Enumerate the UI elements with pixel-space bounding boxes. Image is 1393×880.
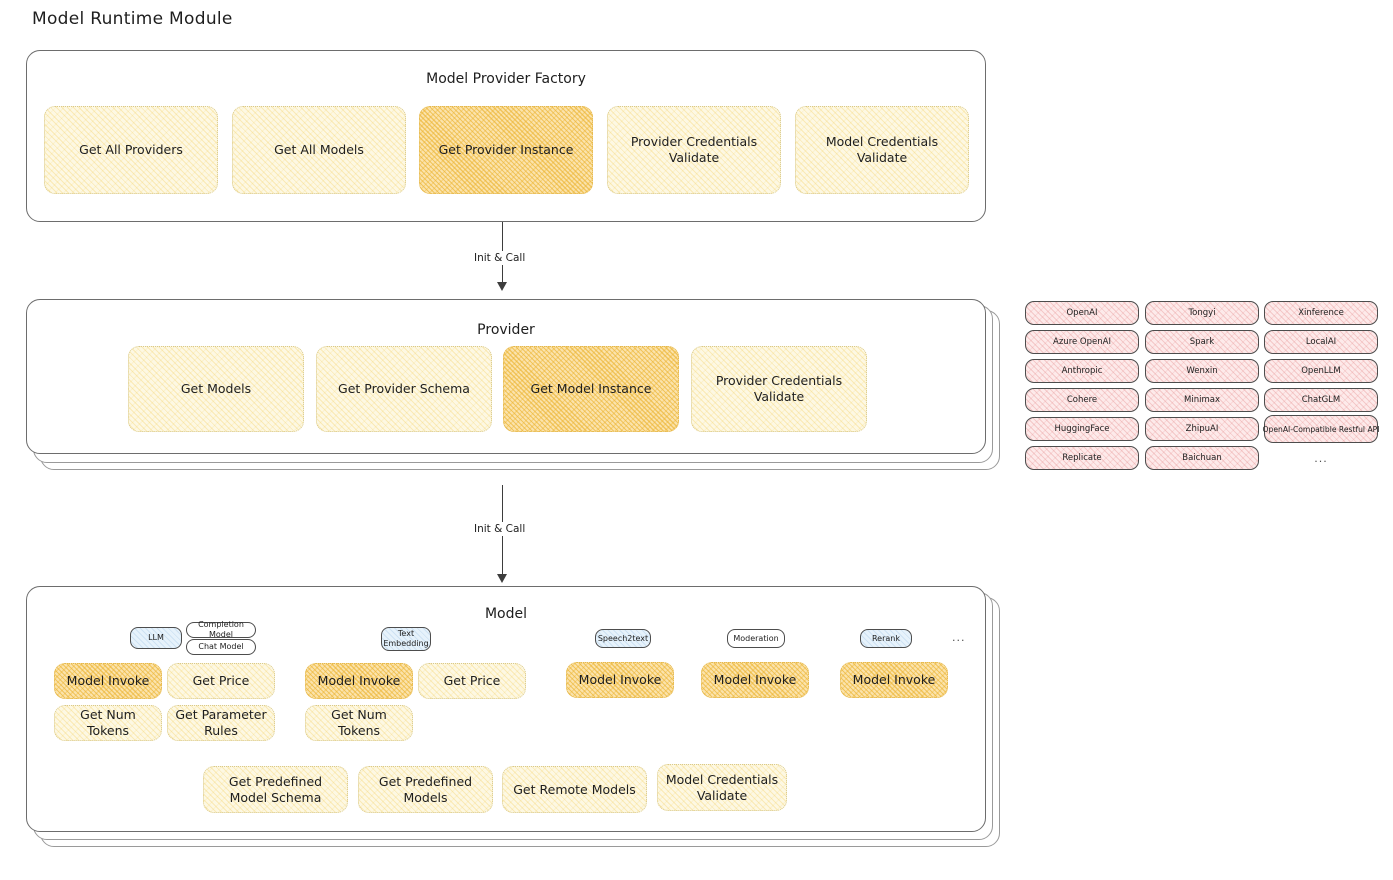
model-llm-op-get-num-tokens[interactable]: Get Num Tokens: [54, 705, 162, 741]
provider-chip-cohere[interactable]: Cohere: [1025, 388, 1139, 412]
provider-chip-chatglm[interactable]: ChatGLM: [1264, 388, 1378, 412]
model-common-op-get-predefined-models[interactable]: Get Predefined Models: [358, 766, 493, 813]
factory-op-model-credentials-validate[interactable]: Model Credentials Validate: [795, 106, 969, 194]
provider-op-get-models[interactable]: Get Models: [128, 346, 304, 432]
arrow-provider-to-model-label: Init & Call: [470, 522, 530, 536]
factory-op-provider-credentials-validate[interactable]: Provider Credentials Validate: [607, 106, 781, 194]
model-text-embedding-op-model-invoke[interactable]: Model Invoke: [305, 663, 413, 699]
provider-op-get-model-instance[interactable]: Get Model Instance: [503, 346, 679, 432]
model-type-badge-speech2text[interactable]: Speech2text: [595, 629, 651, 648]
provider-chip-openai-compatible-restful-api[interactable]: OpenAI-Compatible Restful API: [1263, 415, 1379, 443]
model-speech2text-op-model-invoke[interactable]: Model Invoke: [566, 662, 674, 698]
provider-chip-replicate[interactable]: Replicate: [1025, 446, 1139, 470]
provider-op-get-provider-schema[interactable]: Get Provider Schema: [316, 346, 492, 432]
provider-chip-openai[interactable]: OpenAI: [1025, 301, 1139, 325]
factory-op-get-all-models[interactable]: Get All Models: [232, 106, 406, 194]
model-text-embedding-op-get-price[interactable]: Get Price: [418, 663, 526, 699]
model-common-op-get-remote-models[interactable]: Get Remote Models: [502, 766, 647, 813]
model-llm-op-get-parameter-rules[interactable]: Get Parameter Rules: [167, 705, 275, 741]
provider-chip-tongyi[interactable]: Tongyi: [1145, 301, 1259, 325]
provider-chip-azure-openai[interactable]: Azure OpenAI: [1025, 330, 1139, 354]
provider-chip-huggingface[interactable]: HuggingFace: [1025, 417, 1139, 441]
provider-title: Provider: [477, 322, 535, 338]
arrow-factory-to-provider-label: Init & Call: [470, 251, 530, 265]
model-type-badge-llm[interactable]: LLM: [130, 627, 182, 649]
model-text-embedding-op-get-num-tokens[interactable]: Get Num Tokens: [305, 705, 413, 741]
factory-op-get-provider-instance[interactable]: Get Provider Instance: [419, 106, 593, 194]
provider-chip-anthropic[interactable]: Anthropic: [1025, 359, 1139, 383]
model-rerank-op-model-invoke[interactable]: Model Invoke: [840, 662, 948, 698]
model-subtype-badge-chat-model[interactable]: Chat Model: [186, 639, 256, 655]
model-types-ellipsis: ...: [952, 631, 966, 644]
model-llm-op-model-invoke[interactable]: Model Invoke: [54, 663, 162, 699]
provider-list-ellipsis: ...: [1314, 452, 1328, 465]
model-type-badge-moderation[interactable]: Moderation: [727, 629, 785, 648]
model-moderation-op-model-invoke[interactable]: Model Invoke: [701, 662, 809, 698]
provider-chip-zhipuai[interactable]: ZhipuAI: [1145, 417, 1259, 441]
model-common-op-get-predefined-model-schema[interactable]: Get Predefined Model Schema: [203, 766, 348, 813]
provider-chip-localai[interactable]: LocalAI: [1264, 330, 1378, 354]
provider-chip-baichuan[interactable]: Baichuan: [1145, 446, 1259, 470]
model-llm-op-get-price[interactable]: Get Price: [167, 663, 275, 699]
model-provider-factory-title: Model Provider Factory: [426, 71, 586, 87]
model-title: Model: [484, 606, 528, 622]
page-title: Model Runtime Module: [32, 9, 233, 29]
factory-op-get-all-providers[interactable]: Get All Providers: [44, 106, 218, 194]
provider-op-provider-credentials-validate[interactable]: Provider Credentials Validate: [691, 346, 867, 432]
provider-chip-spark[interactable]: Spark: [1145, 330, 1259, 354]
arrow-factory-to-provider-head: [497, 282, 507, 291]
provider-chip-openllm[interactable]: OpenLLM: [1264, 359, 1378, 383]
provider-chip-xinference[interactable]: Xinference: [1264, 301, 1378, 325]
model-common-op-model-credentials-validate[interactable]: Model Credentials Validate: [657, 764, 787, 811]
model-type-badge-text-embedding[interactable]: Text Embedding: [381, 627, 431, 651]
model-subtype-badge-completion-model[interactable]: Completion Model: [186, 620, 256, 639]
provider-chip-wenxin[interactable]: Wenxin: [1145, 359, 1259, 383]
arrow-provider-to-model-head: [497, 574, 507, 583]
provider-chip-minimax[interactable]: Minimax: [1145, 388, 1259, 412]
model-type-badge-rerank[interactable]: Rerank: [860, 629, 912, 648]
